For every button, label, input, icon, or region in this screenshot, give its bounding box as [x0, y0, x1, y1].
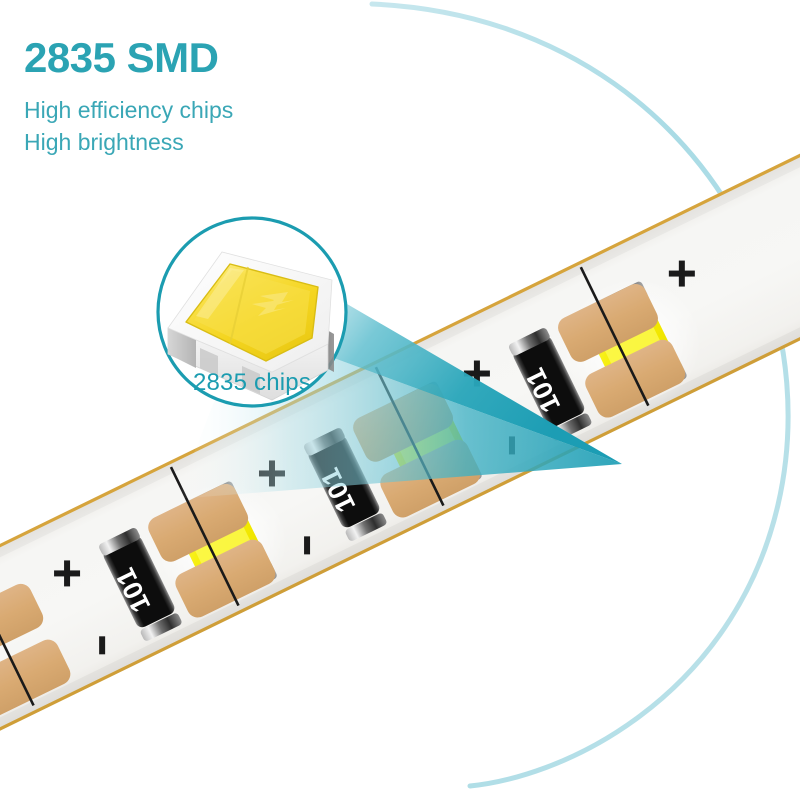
chip-die-divider — [229, 266, 249, 345]
chip-body-left — [168, 328, 196, 368]
polarity-plus — [54, 560, 81, 587]
polarity-minus — [99, 636, 106, 655]
pcb-edge-bottom — [0, 292, 800, 760]
solder-pad — [0, 583, 44, 662]
smd-chip-render — [167, 251, 334, 401]
subtitle-line-2: High brightness — [24, 129, 184, 156]
cut-pad-group — [558, 266, 686, 418]
chip-gloss — [196, 268, 244, 319]
strip-module — [558, 260, 695, 418]
polarity-plus — [463, 360, 490, 387]
decorative-arc — [369, 1, 791, 789]
headline-block: 2835 SMD High efficiency chips High brig… — [24, 34, 234, 158]
polarity-minus — [304, 536, 311, 555]
chip-logo-mark — [252, 292, 294, 316]
chip-notch-1 — [200, 348, 218, 376]
chip-geometry — [167, 251, 334, 401]
page-title: 2835 SMD — [24, 34, 219, 81]
chip-callout: 2835 chips — [154, 214, 350, 410]
subtitle-line-1: High efficiency chips — [24, 96, 234, 123]
chip-notch-2 — [242, 366, 260, 394]
cut-line — [579, 266, 650, 407]
cut-pad-group — [0, 566, 71, 718]
chip-phosphor-highlight — [194, 270, 310, 354]
polarity-plus — [668, 260, 695, 287]
cut-line — [0, 566, 35, 707]
